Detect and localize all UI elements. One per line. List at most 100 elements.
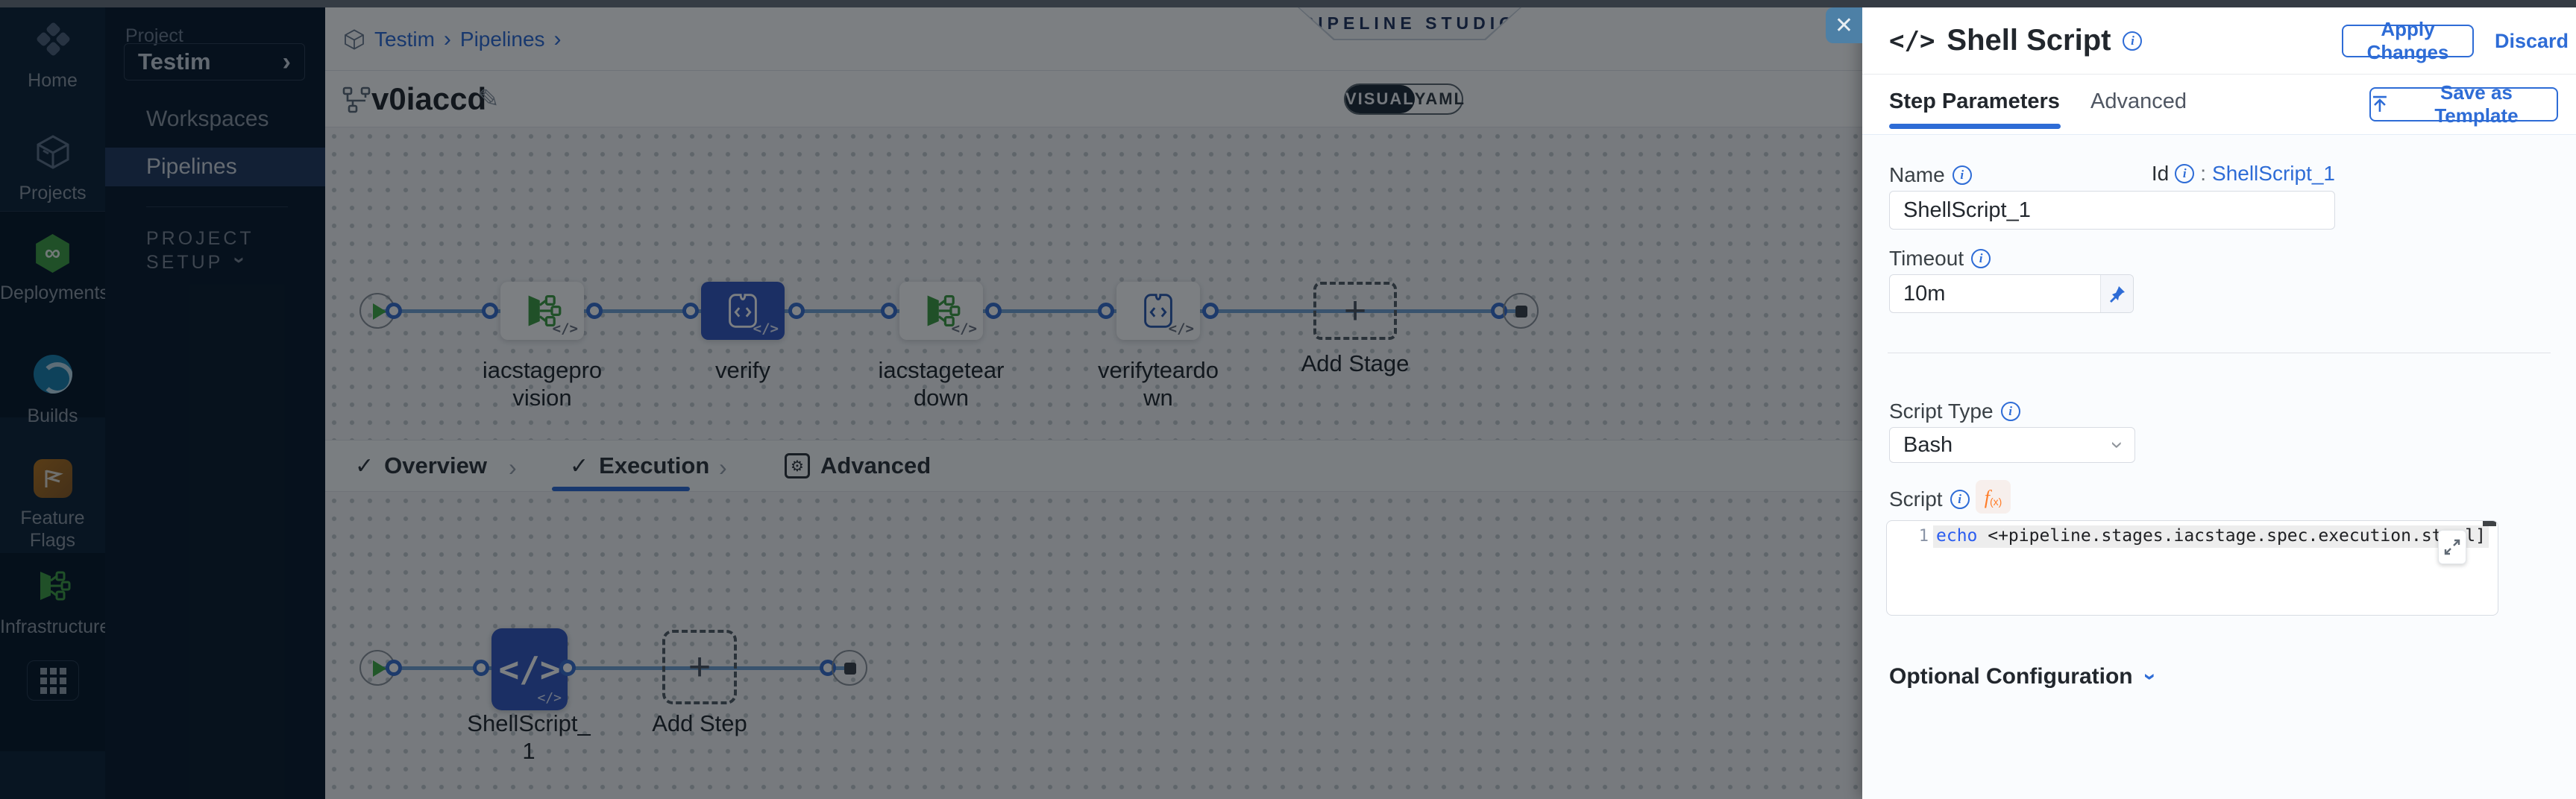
stage-node-iacstageteardown[interactable]: </> <box>899 282 983 340</box>
info-icon[interactable]: i <box>2000 402 2020 421</box>
sidebar-item-feature-flags[interactable]: Feature Flags <box>0 458 105 552</box>
chevron-right-icon: › <box>553 27 562 51</box>
breadcrumb: Testim › Pipelines › <box>343 27 562 52</box>
builds-orbit-icon <box>32 353 74 395</box>
tab-label: Overview <box>384 452 488 479</box>
add-step-label[interactable]: Add Step <box>652 710 747 736</box>
tab-label: Advanced <box>820 452 932 479</box>
graph-port[interactable] <box>1202 303 1219 319</box>
graph-port[interactable] <box>788 303 805 319</box>
stage-label[interactable]: iacstageprovision <box>482 357 603 411</box>
stage-node-verify[interactable]: </> <box>701 282 785 340</box>
name-field-label: Name i <box>1889 163 1972 187</box>
expression-fx-button[interactable]: f (x) <box>1976 480 2011 514</box>
step-label[interactable]: ShellScript_1 <box>467 710 591 764</box>
sidebar-item-pipelines[interactable]: Pipelines <box>105 148 325 186</box>
sidebar-item-label: Infrastructures <box>0 616 119 637</box>
sidebar-item-builds[interactable]: Builds <box>0 353 105 427</box>
script-type-value: Bash <box>1903 432 1953 457</box>
script-label: Script i <box>1889 487 1970 511</box>
info-icon[interactable]: i <box>2175 164 2195 183</box>
sidebar-item-projects[interactable]: Projects <box>0 131 105 204</box>
script-code-editor[interactable]: 1 echo <+pipeline.stages.iacstage.spec.e… <box>1886 520 2498 616</box>
tab-overview[interactable]: ✓ Overview <box>355 452 487 479</box>
add-stage-label[interactable]: Add Stage <box>1301 350 1410 376</box>
graph-port[interactable] <box>1098 303 1114 319</box>
window-top-strip <box>0 0 2576 7</box>
graph-port[interactable] <box>985 303 1002 319</box>
drawer-header: </> Shell Script i Apply Changes Discard <box>1862 7 2576 75</box>
sidebar-item-label: Home <box>28 70 78 91</box>
sidebar-item-infrastructures[interactable]: Infrastructures <box>0 565 119 638</box>
nav-divider <box>0 211 105 212</box>
toggle-visual[interactable]: VISUAL <box>1345 85 1415 113</box>
project-selector[interactable]: Testim › <box>124 43 305 80</box>
script-type-label: Script Type i <box>1889 400 2020 423</box>
sidebar-item-home[interactable]: Home <box>0 18 105 92</box>
stage-node-verifyteardown[interactable]: </> <box>1116 282 1200 340</box>
stage-label[interactable]: verifyteardown <box>1098 357 1219 411</box>
stage-node-iacstageprovision[interactable]: </> <box>500 282 584 340</box>
apply-changes-label: Apply Changes <box>2366 18 2449 63</box>
timeout-input[interactable] <box>1890 275 2100 312</box>
breadcrumb-link-pipelines[interactable]: Pipelines <box>459 28 545 51</box>
close-drawer-button[interactable]: ✕ <box>1826 7 1862 43</box>
sidebar-item-label: Pipelines <box>146 154 237 179</box>
info-icon[interactable]: i <box>1952 165 1972 185</box>
advanced-settings-icon: ⚙ <box>785 453 810 479</box>
pin-button[interactable] <box>2100 275 2133 312</box>
module-grid-button[interactable] <box>27 660 79 701</box>
code-line: echo <+pipeline.stages.iacstage.spec.exe… <box>1936 526 2463 546</box>
sidebar-item-label: Builds <box>27 405 78 426</box>
plus-icon: + <box>1343 289 1367 332</box>
graph-port[interactable] <box>482 303 498 319</box>
expand-editor-button[interactable] <box>2438 530 2466 564</box>
step-id-link[interactable]: ShellScript_1 <box>2212 162 2335 185</box>
graph-port[interactable] <box>473 660 489 676</box>
discard-button[interactable]: Discard <box>2495 30 2569 52</box>
name-input[interactable] <box>1889 191 2335 230</box>
chevron-right-icon: › <box>443 27 451 51</box>
graph-port[interactable] <box>386 660 402 676</box>
edit-pencil-icon[interactable]: ✎ <box>478 85 500 113</box>
info-icon[interactable]: i <box>1950 490 1970 509</box>
sidebar-item-label: Projects <box>19 183 87 203</box>
sidebar-item-deployments[interactable]: ∞ Deployments <box>0 233 109 304</box>
graph-port[interactable] <box>881 303 897 319</box>
drawer-body: Name i Id i : ShellScript_1 Timeout i <box>1862 134 2576 799</box>
project-setup-toggle[interactable]: PROJECT SETUP› <box>146 228 310 274</box>
add-stage-button[interactable]: + <box>1313 282 1397 340</box>
graph-port[interactable] <box>682 303 699 319</box>
script-type-select[interactable]: Bash › <box>1889 427 2135 463</box>
toggle-yaml[interactable]: YAML <box>1414 89 1466 108</box>
step-id-row: Id i : ShellScript_1 <box>2152 162 2335 186</box>
grid-icon <box>40 667 66 694</box>
tab-advanced[interactable]: Advanced <box>2090 89 2187 113</box>
optional-configuration-toggle[interactable]: Optional Configuration › <box>1889 664 2163 689</box>
graph-port[interactable] <box>559 660 576 676</box>
active-tab-underline <box>1889 124 2061 129</box>
visual-yaml-toggle[interactable]: VISUAL YAML <box>1344 83 1466 115</box>
apply-changes-button[interactable]: Apply Changes <box>2342 18 2474 63</box>
step-node-shellscript[interactable]: </> </> <box>491 628 568 710</box>
sidebar-item-workspaces[interactable]: Workspaces <box>105 100 325 139</box>
line-number: 1 <box>1918 527 1929 546</box>
timeout-field <box>1889 274 2134 313</box>
tab-execution[interactable]: ✓ Execution <box>570 452 709 479</box>
graph-port[interactable] <box>386 303 402 319</box>
info-icon[interactable]: i <box>1971 249 1991 268</box>
tab-step-parameters[interactable]: Step Parameters <box>1889 89 2060 113</box>
tab-advanced[interactable]: ⚙ Advanced <box>785 452 931 479</box>
graph-port[interactable] <box>586 303 603 319</box>
stage-label[interactable]: iacstageteardown <box>878 357 1005 411</box>
stage-label[interactable]: verify <box>714 357 771 383</box>
code-badge-icon: </> <box>951 320 977 337</box>
chevron-right-icon: › <box>719 454 727 481</box>
id-label: Id <box>2151 162 2170 185</box>
breadcrumb-link-project[interactable]: Testim <box>374 28 435 51</box>
info-icon[interactable]: i <box>2123 31 2143 51</box>
shell-script-icon: </> <box>498 649 561 689</box>
save-as-template-button[interactable]: Save as Template <box>2369 81 2558 127</box>
scrollbar-thumb[interactable] <box>2483 521 2496 526</box>
add-step-button[interactable]: + <box>662 630 737 704</box>
